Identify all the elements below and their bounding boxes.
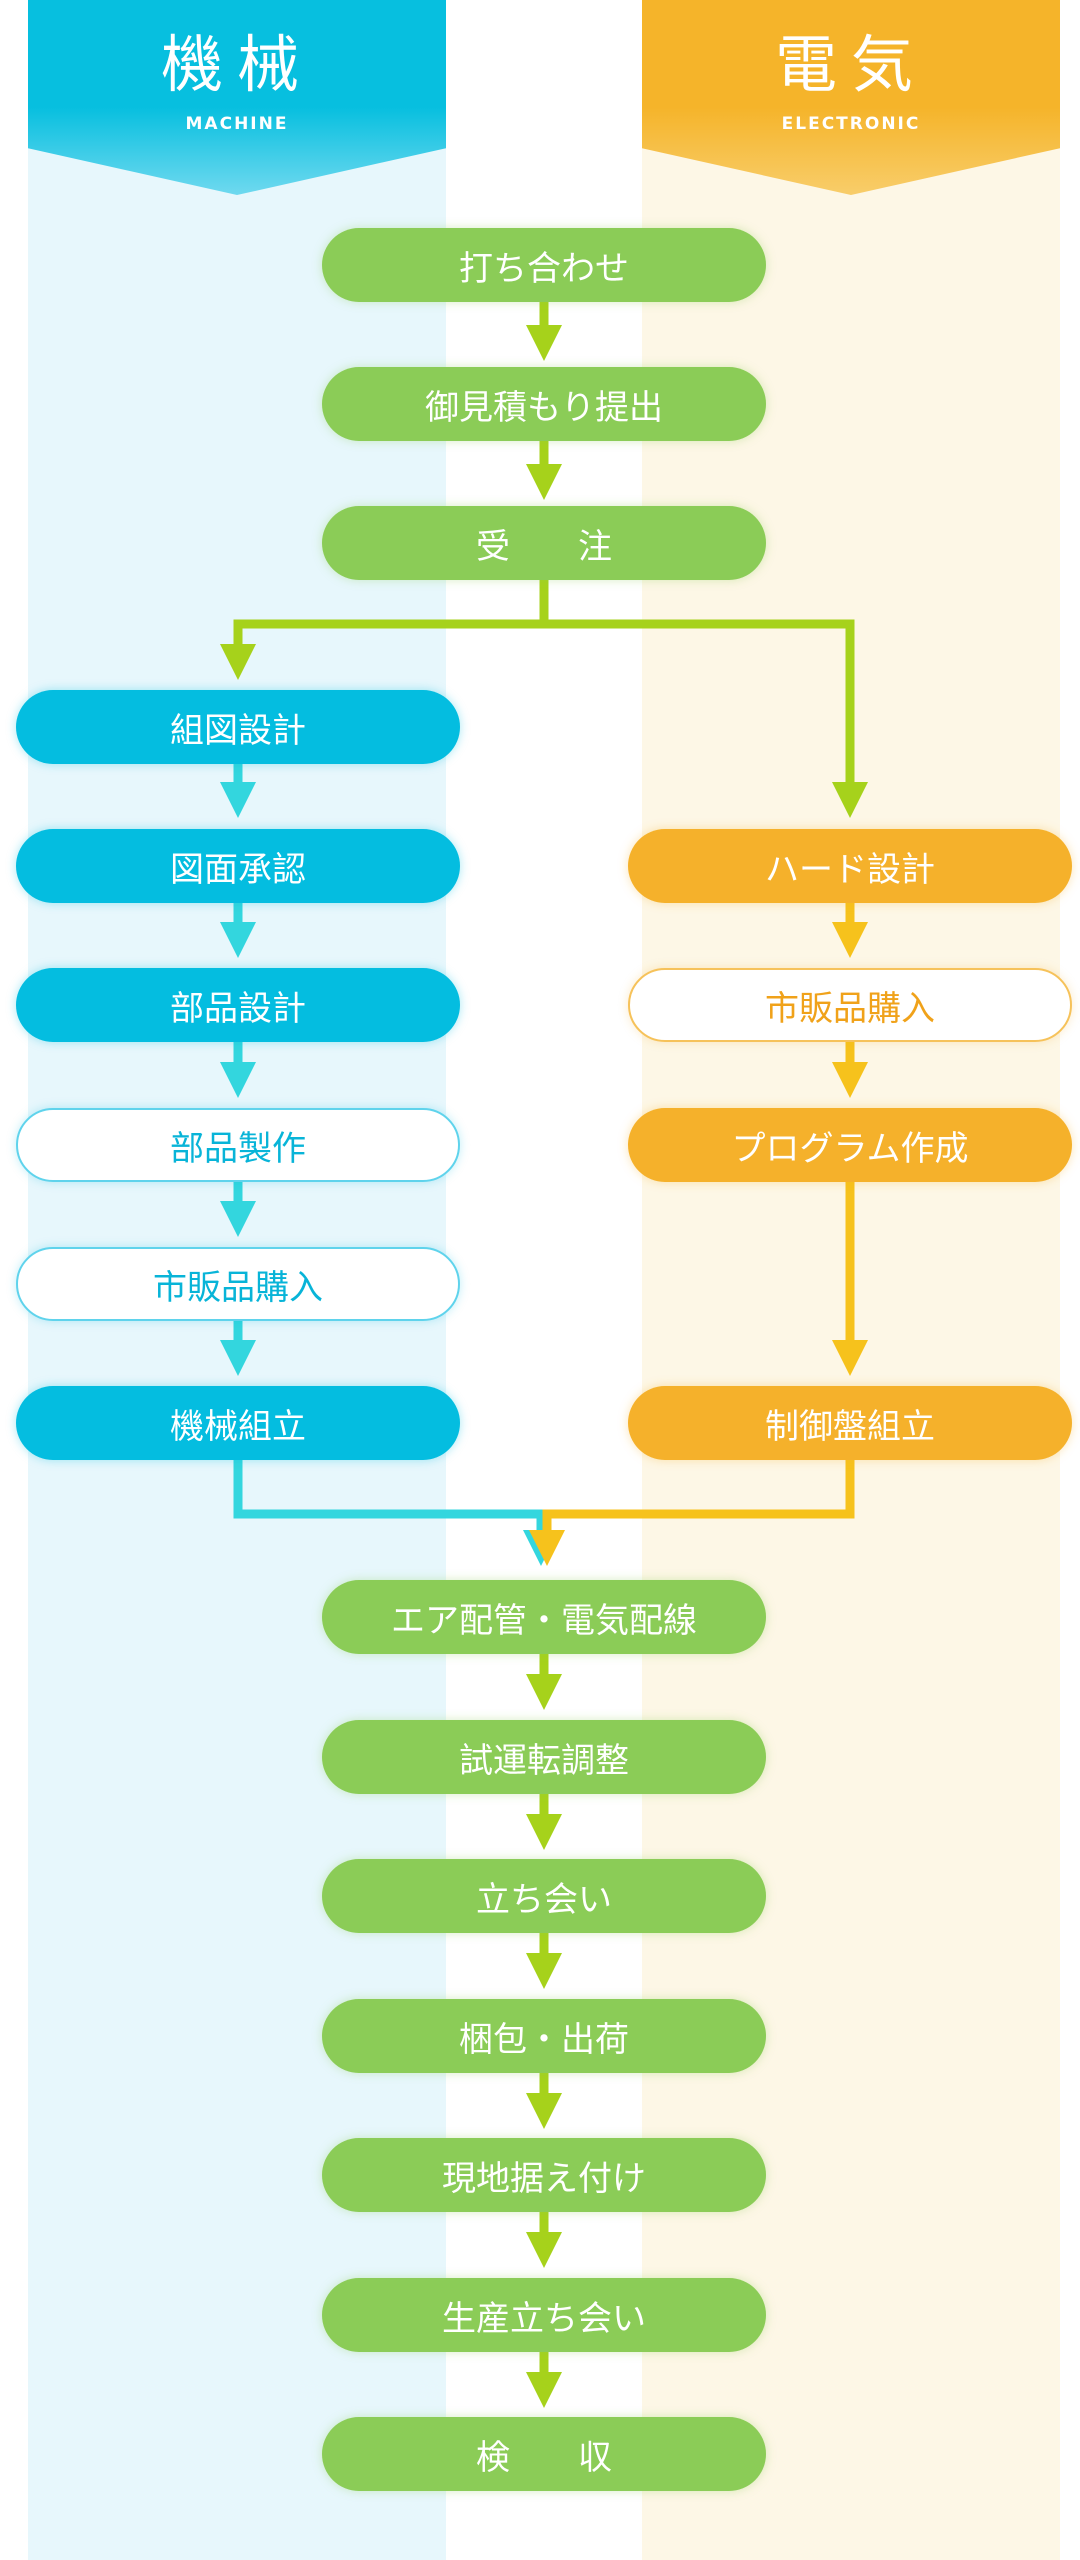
step-meeting: 打ち合わせ: [322, 228, 766, 302]
machine-subtitle: MACHINE: [185, 114, 289, 134]
step-packing: 梱包・出荷: [322, 1999, 766, 2073]
step-production-inspection: 生産立ち会い: [322, 2278, 766, 2352]
step-electronic-purchase: 市販品購入: [628, 968, 1072, 1042]
step-air-wiring: エア配管・電気配線: [322, 1580, 766, 1654]
step-machine-assembly: 機械組立: [16, 1386, 460, 1460]
arrow-merge-machine: [233, 1460, 559, 1566]
machine-banner: 機械 MACHINE: [28, 0, 446, 195]
step-parts-design: 部品設計: [16, 968, 460, 1042]
step-order: 受 注: [322, 506, 766, 580]
arrow-merge-electronic: [529, 1460, 855, 1566]
electronic-banner: 電気 ELECTRONIC: [642, 0, 1060, 195]
step-assembly-design: 組図設計: [16, 690, 460, 764]
electronic-subtitle: ELECTRONIC: [781, 114, 921, 134]
step-test-run: 試運転調整: [322, 1720, 766, 1794]
arrow-order-to-electronic: [544, 619, 868, 818]
step-inspection: 立ち会い: [322, 1859, 766, 1933]
step-panel-assembly: 制御盤組立: [628, 1386, 1072, 1460]
electronic-title: 電気: [774, 28, 927, 101]
step-machine-purchase: 市販品購入: [16, 1247, 460, 1321]
step-hardware-design: ハード設計: [628, 829, 1072, 903]
arrow-order-split: [220, 580, 549, 680]
step-drawing-approval: 図面承認: [16, 829, 460, 903]
machine-title: 機械: [160, 28, 313, 101]
step-quote: 御見積もり提出: [322, 367, 766, 441]
step-parts-making: 部品製作: [16, 1108, 460, 1182]
step-program: プログラム作成: [628, 1108, 1072, 1182]
step-installation: 現地据え付け: [322, 2138, 766, 2212]
step-acceptance: 検 収: [322, 2417, 766, 2491]
